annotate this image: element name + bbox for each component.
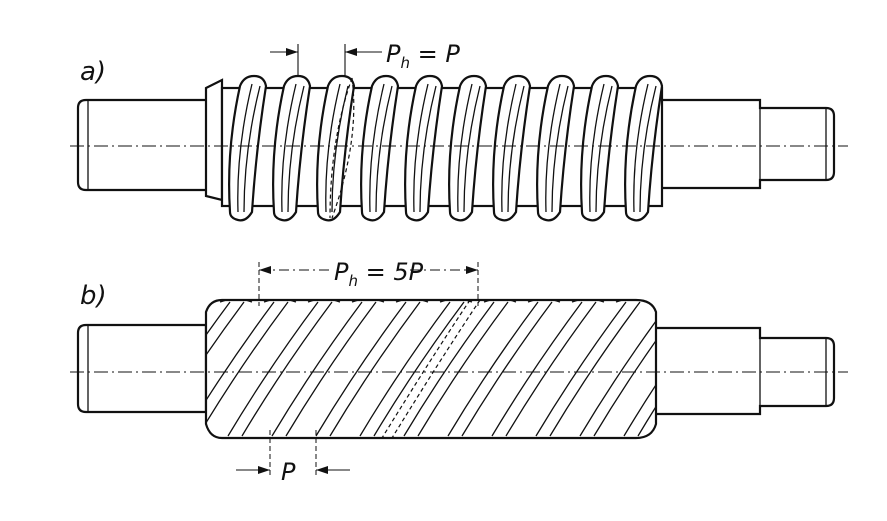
figure-b-thread-band: [535, 301, 627, 437]
figure-b-left-shaft: [76, 323, 208, 414]
figure-b: b) Ph = 5P: [70, 258, 848, 486]
figure-b-thread-band: [206, 301, 275, 437]
figure-a-tooth-flank: [595, 85, 613, 213]
figure-b-thread-band: [505, 301, 597, 437]
figure-a-helix-dashed: [329, 77, 355, 219]
figure-a-tooth-flank: [589, 83, 605, 213]
figure-a-tooth-flank: [457, 83, 473, 213]
figure-a-tooth-flank: [369, 83, 385, 213]
figure-b-pitch-dimension: P: [236, 430, 350, 486]
figure-a-tooth-flank: [501, 83, 517, 213]
figure-b-thread-band: [461, 301, 553, 437]
figure-b-thread-band: [593, 301, 656, 437]
figure-b-lead-dimension: Ph = 5P: [258, 258, 479, 306]
figure-b-thread-band: [227, 301, 319, 437]
figure-a-left-shoulder: [204, 78, 224, 202]
figure-b-crest: [307, 300, 341, 303]
figure-b-pitch-label: P: [281, 458, 296, 486]
figure-b-thread-band: [206, 301, 289, 437]
figure-a-tooth-flank: [325, 83, 341, 213]
figure-b-helix-dashed: [381, 299, 481, 439]
figure-a-lead-dimension: Ph = P: [270, 40, 460, 76]
figure-a-tooth-flank: [237, 83, 253, 213]
figure-b-thread-band: [637, 301, 656, 437]
figure-b-label: b): [80, 281, 107, 311]
figure-b-crest: [395, 300, 429, 303]
figure-b-crest: [219, 300, 253, 303]
figure-a-tooth-flank: [507, 85, 525, 213]
figure-b-crest: [351, 300, 385, 303]
figure-a-tooth-flank: [413, 83, 429, 213]
figure-b-thread-band: [206, 301, 245, 437]
figure-b-thread-band: [359, 301, 451, 437]
figure-a-tooth-flank: [551, 85, 569, 213]
figure-a-tooth-flank: [375, 85, 393, 213]
figure-b-thread-band: [447, 301, 539, 437]
figure-a-lead-label: Ph = P: [386, 40, 460, 72]
figure-b-crest: [483, 300, 517, 303]
figure-b-right-shaft: [648, 326, 836, 416]
figure-a: a) Ph = P: [70, 40, 848, 222]
figure-b-worm-body: [204, 298, 658, 440]
figure-a-left-shaft: [76, 98, 212, 192]
figure-a-thread-teeth: [228, 74, 664, 222]
figure-b-thread-band: [329, 301, 421, 437]
figure-b-thread-band: [206, 301, 231, 437]
figure-b-thread-band: [271, 301, 363, 437]
figure-a-tooth-flank: [419, 85, 437, 213]
figure-a-label: a): [80, 57, 106, 87]
figure-a-tooth-flank: [545, 83, 561, 213]
figure-a-right-shaft: [648, 98, 836, 190]
figure-b-thread-band: [403, 301, 495, 437]
figure-b-lead-label: Ph = 5P: [334, 258, 424, 290]
figure-a-tooth-flank: [639, 85, 657, 213]
figure-b-thread-teeth: [206, 300, 656, 437]
figure-b-thread-band: [417, 301, 509, 437]
figure-b-crest: [571, 300, 605, 303]
figure-b-thread-band: [373, 301, 465, 437]
figure-b-crest: [527, 300, 561, 303]
figure-b-thread-band: [315, 301, 407, 437]
figure-a-tooth-flank: [287, 85, 305, 213]
figure-b-thread-band: [579, 301, 656, 437]
figure-b-thread-band: [623, 301, 656, 437]
figure-b-thread-band: [491, 301, 583, 437]
figure-b-thread-band: [241, 301, 333, 437]
figure-b-crest: [263, 300, 297, 303]
figure-a-tooth-flank: [463, 85, 481, 213]
figure-b-thread-band: [285, 301, 377, 437]
figure-b-thread-band: [549, 301, 641, 437]
figure-a-tooth-flank: [243, 85, 261, 213]
figure-a-tooth-flank: [281, 83, 297, 213]
figure-a-tooth-flank: [633, 83, 649, 213]
